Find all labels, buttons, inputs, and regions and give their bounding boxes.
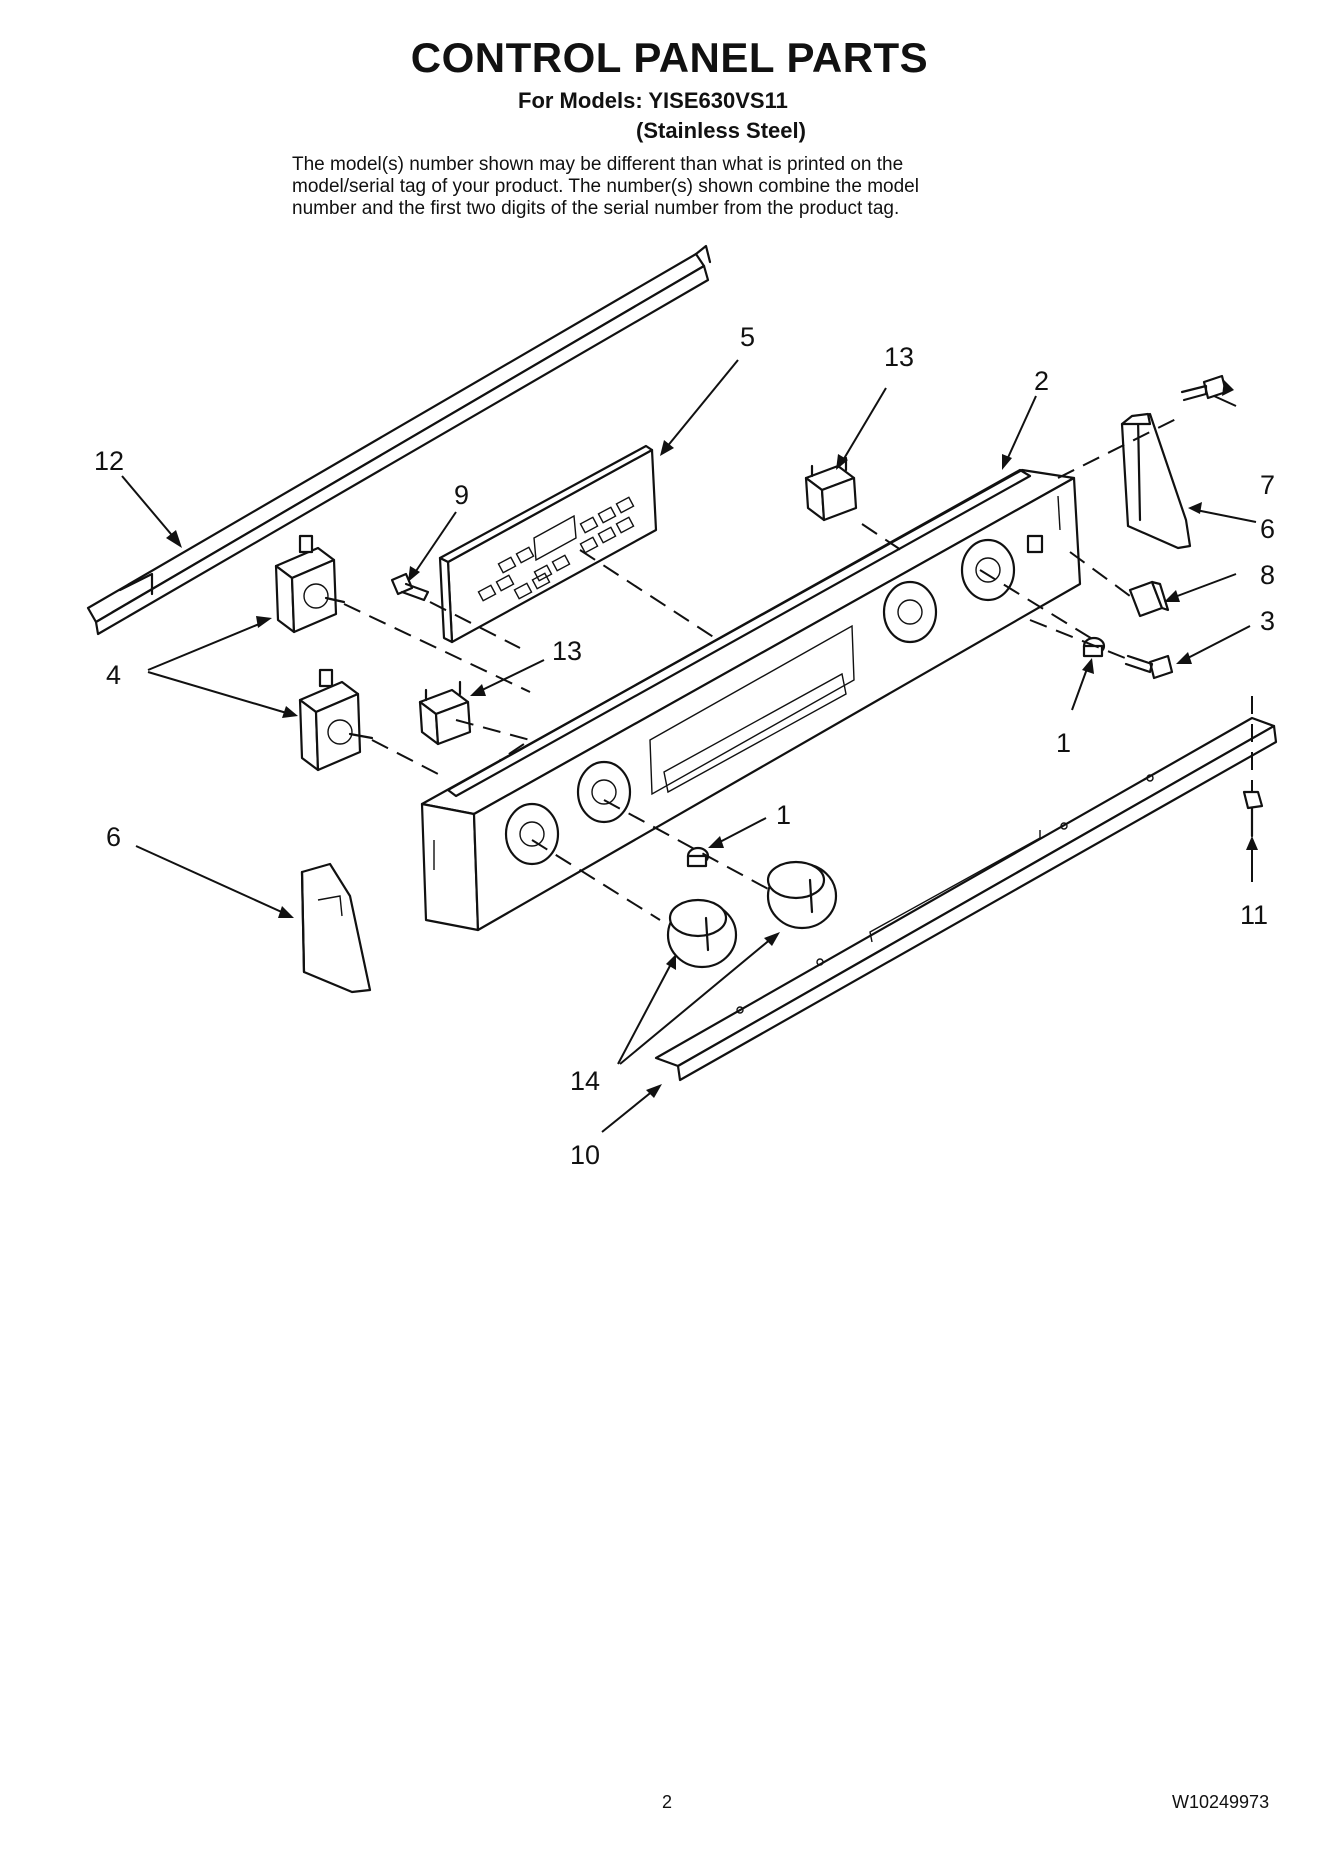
callout-2: 2 [1034, 366, 1049, 396]
assembly-guide-lines [343, 417, 1253, 921]
callout-1-right: 1 [1056, 728, 1071, 758]
page-title: CONTROL PANEL PARTS [410, 34, 929, 81]
callout-12: 12 [94, 446, 124, 476]
knob-left-part-14 [666, 898, 738, 969]
callout-14: 14 [570, 1066, 600, 1096]
note-line-3: number and the first two digits of the s… [292, 198, 900, 219]
model-number-note: The model(s) number shown may be differe… [292, 154, 1072, 220]
screw-part-3 [1124, 654, 1174, 680]
relay-upper-part-13 [804, 456, 858, 522]
electronic-control-part-5 [438, 444, 658, 644]
trim-strip-part-12 [86, 244, 712, 636]
callout-8: 8 [1260, 560, 1275, 590]
screw-part-9 [390, 572, 430, 602]
callout-11: 11 [1240, 900, 1268, 930]
callout-9: 9 [454, 480, 469, 510]
callout-1-left: 1 [776, 800, 791, 830]
callout-6-right: 6 [1260, 514, 1275, 544]
callout-5: 5 [740, 322, 755, 352]
infinite-switch-upper-part-4 [274, 534, 346, 634]
infinite-switch-lower-part-4 [298, 668, 374, 772]
note-line-2: model/serial tag of your product. The nu… [292, 176, 919, 197]
knob-right-part-14 [766, 860, 838, 930]
page-number: 2 [662, 1792, 673, 1812]
screw-part-7 [1180, 374, 1228, 402]
lower-trim-rail-part-10 [654, 716, 1278, 1082]
callout-13-upper: 13 [884, 342, 914, 372]
rocker-switch-part-8 [1128, 580, 1170, 618]
document-number: W10249973 [1172, 1792, 1270, 1812]
callout-7: 7 [1260, 470, 1275, 500]
callout-13-lower: 13 [552, 636, 582, 666]
bushing-left-part-1 [686, 846, 710, 868]
relay-lower-part-13 [418, 680, 472, 746]
end-cap-left-part-6 [300, 862, 372, 994]
callout-3: 3 [1260, 606, 1275, 636]
control-panel-console-part-2 [420, 468, 1082, 932]
note-line-1: The model(s) number shown may be differe… [292, 154, 904, 175]
end-cap-right-part-6 [1120, 412, 1192, 550]
leader-lines [121, 359, 1258, 1133]
callout-4: 4 [106, 660, 121, 690]
callout-6-left: 6 [106, 822, 121, 852]
bushing-right-part-1 [1082, 636, 1106, 658]
model-variant: (Stainless Steel) [636, 118, 806, 143]
model-number-line: For Models: YISE630VS11 [518, 88, 788, 113]
callout-10: 10 [570, 1140, 600, 1170]
screw-part-11 [1242, 790, 1264, 838]
